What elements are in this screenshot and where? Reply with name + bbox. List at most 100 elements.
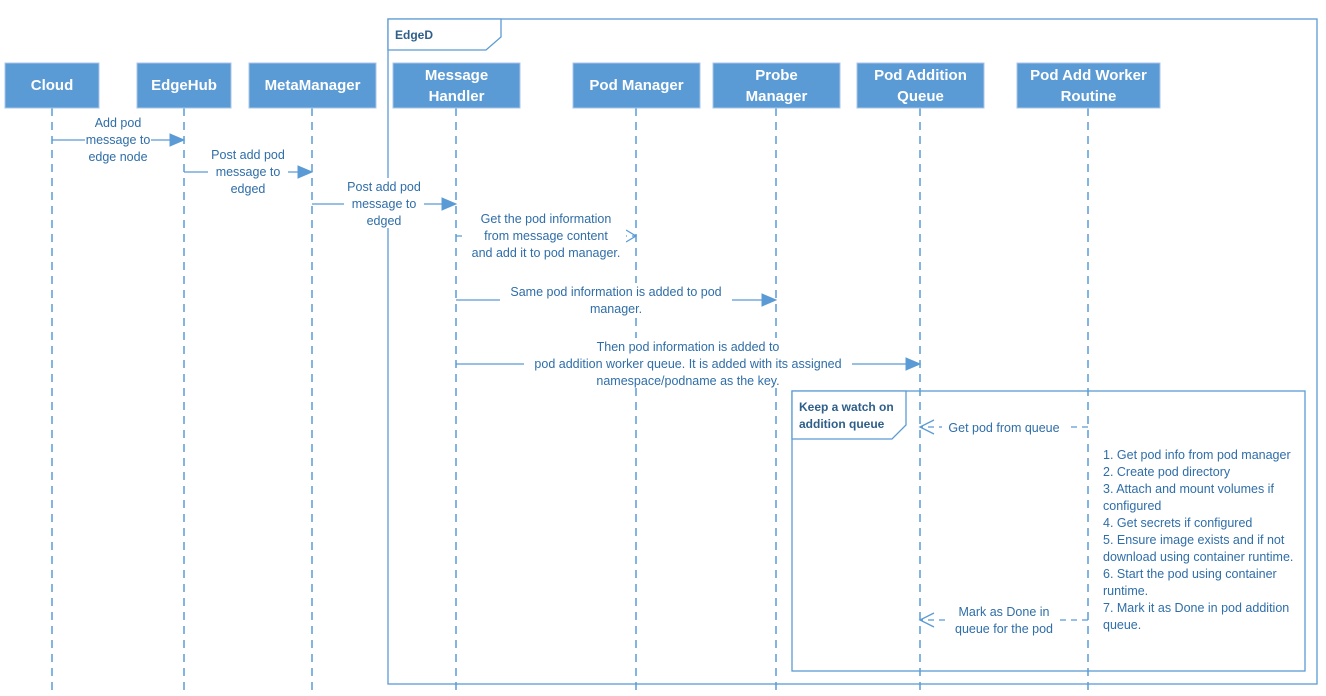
message-m2-arrowhead [297,165,314,179]
message-m4-label-line: and add it to pod manager. [472,246,621,260]
message-m8: Mark as Done in queue for the pod [918,602,1088,636]
message-m5: Same pod information is added to pod mana… [456,283,778,317]
actor-cloud-label: Cloud [31,77,74,94]
message-m1-label-line: Add pod [95,116,142,130]
message-m2: Post add pod message to edged [184,146,314,196]
message-m5-arrowhead [761,293,778,307]
message-m6-label: Then pod information is added to pod addi… [534,340,841,388]
actor-podmanager-box [572,62,701,109]
message-m8-label-line: Mark as Done in [958,605,1049,619]
watch-queue-frame-tab [791,390,907,440]
message-m8-arrowhead [918,612,935,628]
actor-probemanager-label-line: Manager [746,88,808,105]
message-m8-label-line: queue for the pod [955,622,1053,636]
actor-metamanager-box [248,62,377,109]
watch-queue-frame-label-line: addition queue [799,417,885,431]
message-m2-label-line: edged [231,182,266,196]
actor-podaddworker-label-line: Routine [1061,88,1117,105]
actor-edgehub-label: EdgeHub [151,77,217,94]
worker-step-line: 1. Get pod info from pod manager [1103,448,1291,462]
worker-step-line: 6. Start the pod using container [1103,567,1277,581]
message-m2-label-line: Post add pod [211,148,285,162]
message-m5-label: Same pod information is added to pod mana… [510,285,721,316]
actor-metamanager-label-line: MetaManager [265,77,361,94]
message-m3-label-bg [344,178,424,228]
worker-step-line: runtime. [1103,584,1148,598]
worker-step-line: 4. Get secrets if configured [1103,516,1252,530]
message-m5-label-line: Same pod information is added to pod [510,285,721,299]
actor-podadditionqueue-label-line: Queue [897,88,944,105]
worker-step-line: 2. Create pod directory [1103,465,1231,479]
message-m4-arrowhead [625,229,638,243]
message-m4: Get the pod information from message cont… [456,210,638,260]
actor-probemanager-box [712,62,841,109]
watch-queue-frame-border [791,390,1306,672]
actor-cloud-box [4,62,100,109]
edged-frame: EdgeD [387,18,1318,685]
message-m3-label-line: Post add pod [347,180,421,194]
actor-edgehub-label-line: EdgeHub [151,77,217,94]
message-m6-label-bg [524,338,852,388]
message-m8-label: Mark as Done in queue for the pod [955,605,1053,636]
message-m1-arrowhead [169,133,186,147]
actor-edgehub-box [136,62,232,109]
edged-frame-label: EdgeD [395,28,433,42]
actor-metamanager-label: MetaManager [265,77,361,94]
message-m6: Then pod information is added to pod addi… [456,338,922,388]
actor-podmanager-label: Pod Manager [589,77,683,94]
worker-step-line: queue. [1103,618,1141,632]
message-m8-label-bg [948,602,1060,636]
message-m6-label-line: pod addition worker queue. It is added w… [534,357,841,371]
actor-edgehub: EdgeHub [136,62,232,109]
message-m2-label-line: message to [216,165,281,179]
message-m3-arrowhead [441,197,458,211]
actor-podadditionqueue-label-line: Pod Addition [874,67,967,84]
message-m6-label-line: namespace/podname as the key. [596,374,779,388]
message-m5-label-bg [500,283,732,317]
worker-step-line: configured [1103,499,1161,513]
actor-podadditionqueue-box [856,62,985,109]
watch-queue-frame: Keep a watch on addition queue [791,390,1306,672]
actor-messagehandler-label-line: Handler [429,88,485,105]
message-m4-label-line: from message content [484,229,608,243]
message-m5-label-line: manager. [590,302,642,316]
worker-step-line: 7. Mark it as Done in pod addition [1103,601,1289,615]
message-m7-label: Get pod from queue [948,421,1059,435]
worker-step-line: 5. Ensure image exists and if not [1103,533,1285,547]
message-m7-arrowhead [918,419,935,435]
message-m7: Get pod from queue [918,419,1088,436]
message-m7-label-line: Get pod from queue [948,421,1059,435]
edged-frame-tab [387,18,502,51]
message-m3-label-line: message to [352,197,417,211]
actor-cloud: Cloud [4,62,100,109]
message-m2-label: Post add pod message to edged [211,148,285,196]
actor-metamanager: MetaManager [248,62,377,109]
message-m6-label-line: Then pod information is added to [597,340,780,354]
watch-queue-frame-label-line: Keep a watch on [799,400,894,414]
actor-probemanager-label-line: Probe [755,67,798,84]
actor-podmanager-label-line: Pod Manager [589,77,683,94]
message-m7-label-bg [942,419,1066,436]
message-m4-label-line: Get the pod information [481,212,612,226]
message-m4-label: Get the pod information from message cont… [472,212,621,260]
watch-queue-frame-label: Keep a watch on addition queue [799,400,894,431]
message-m1-label-line: edge node [88,150,147,164]
actor-messagehandler-label-line: Message [425,67,488,84]
worker-step-line: download using container runtime. [1103,550,1293,564]
worker-step-line: 3. Attach and mount volumes if [1103,482,1274,496]
actor-messagehandler-box [392,62,521,109]
actor-podaddworker-box [1016,62,1161,109]
worker-steps-bg [1100,446,1304,636]
